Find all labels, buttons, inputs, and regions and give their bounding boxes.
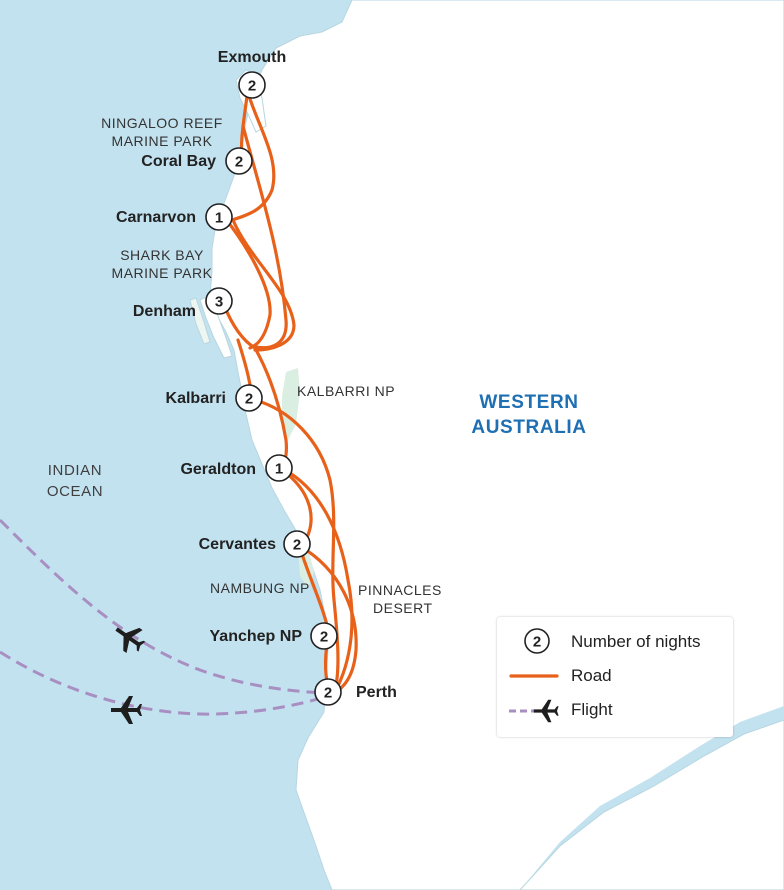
map-legend: 2 Number of nights Road Flight [497,617,733,737]
night-count-perth: 2 [324,685,332,702]
town-name-cervantes: Cervantes [199,536,276,553]
region-label-line-1: WESTERN [479,392,578,413]
night-count-yanchep-np: 2 [320,629,328,646]
road-line-icon [509,674,559,678]
road-coralbay-inland [241,124,288,350]
town-name-geraldton: Geraldton [180,461,256,478]
airplane-icon [509,699,559,723]
legend-flight-label: Flight [571,700,613,719]
dirk-hartog-island [189,297,211,345]
region-label-line-2: AUSTRALIA [471,417,586,438]
night-count-badge-carnarvon: 1 [205,203,233,231]
night-count-badge-kalbarri: 2 [235,384,263,412]
night-count-badge-icon: 2 [524,628,550,654]
south-coast-land [519,719,784,890]
night-count-denham: 3 [215,294,223,311]
night-count-geraldton: 1 [275,461,283,478]
legend-road-label: Road [571,666,612,685]
town-name-exmouth: Exmouth [218,49,286,66]
night-count-kalbarri: 2 [245,391,253,408]
legend-row-flight: Flight [497,695,733,725]
night-count-coral-bay: 2 [235,154,243,171]
town-name-kalbarri: Kalbarri [166,390,226,407]
legend-row-road: Road [497,661,733,691]
road-cervantes-perth [298,544,358,696]
airplane-icon [111,696,142,724]
nambung-np-label: NAMBUNG NP [210,580,310,596]
legend-badge-sample: 2 [533,634,541,651]
night-count-cervantes: 2 [293,537,301,554]
shark-bay-label-line-2: MARINE PARK [112,265,213,281]
night-count-badge-denham: 3 [205,287,233,315]
road-carnarvon-south [231,218,296,352]
kalbarri-np-label: KALBARRI NP [297,383,395,399]
ningaloo-label-line-2: MARINE PARK [112,133,213,149]
night-count-badge-cervantes: 2 [283,530,311,558]
night-count-carnarvon: 1 [215,210,223,227]
road-geraldton-perth [283,468,354,694]
town-name-carnarvon: Carnarvon [116,209,196,226]
legend-row-nights: 2 Number of nights [497,627,733,657]
flight-route-1 [0,518,327,695]
road-network [222,94,358,696]
road-exmouth-south [230,94,276,222]
night-count-badge-coral-bay: 2 [225,147,253,175]
town-name-yanchep-np: Yanchep NP [210,628,303,645]
night-count-badge-perth: 2 [314,678,342,706]
town-name-perth: Perth [356,684,397,701]
town-name-coral-bay: Coral Bay [141,153,216,170]
pinnacles-label-line-1: PINNACLES [358,582,442,598]
ningaloo-label-line-1: NINGALOO REEF [101,115,223,131]
ocean-label-line-2: OCEAN [47,483,103,500]
flight-routes [0,518,327,716]
road-carnarvon-inland [223,216,272,350]
ocean-label-line-1: INDIAN [48,462,102,479]
night-count-badge-exmouth: 2 [238,71,266,99]
airplane-icon [115,627,146,654]
legend-nights-label: Number of nights [571,632,701,651]
night-count-badge-yanchep-np: 2 [310,622,338,650]
shark-bay-label-line-1: SHARK BAY [120,247,204,263]
flight-route-2 [0,650,325,716]
night-count-badge-geraldton: 1 [265,454,293,482]
road-kalbarri-geraldton [253,398,340,692]
town-name-denham: Denham [133,303,196,320]
pinnacles-label-line-2: DESERT [373,600,433,616]
night-count-exmouth: 2 [248,78,256,95]
